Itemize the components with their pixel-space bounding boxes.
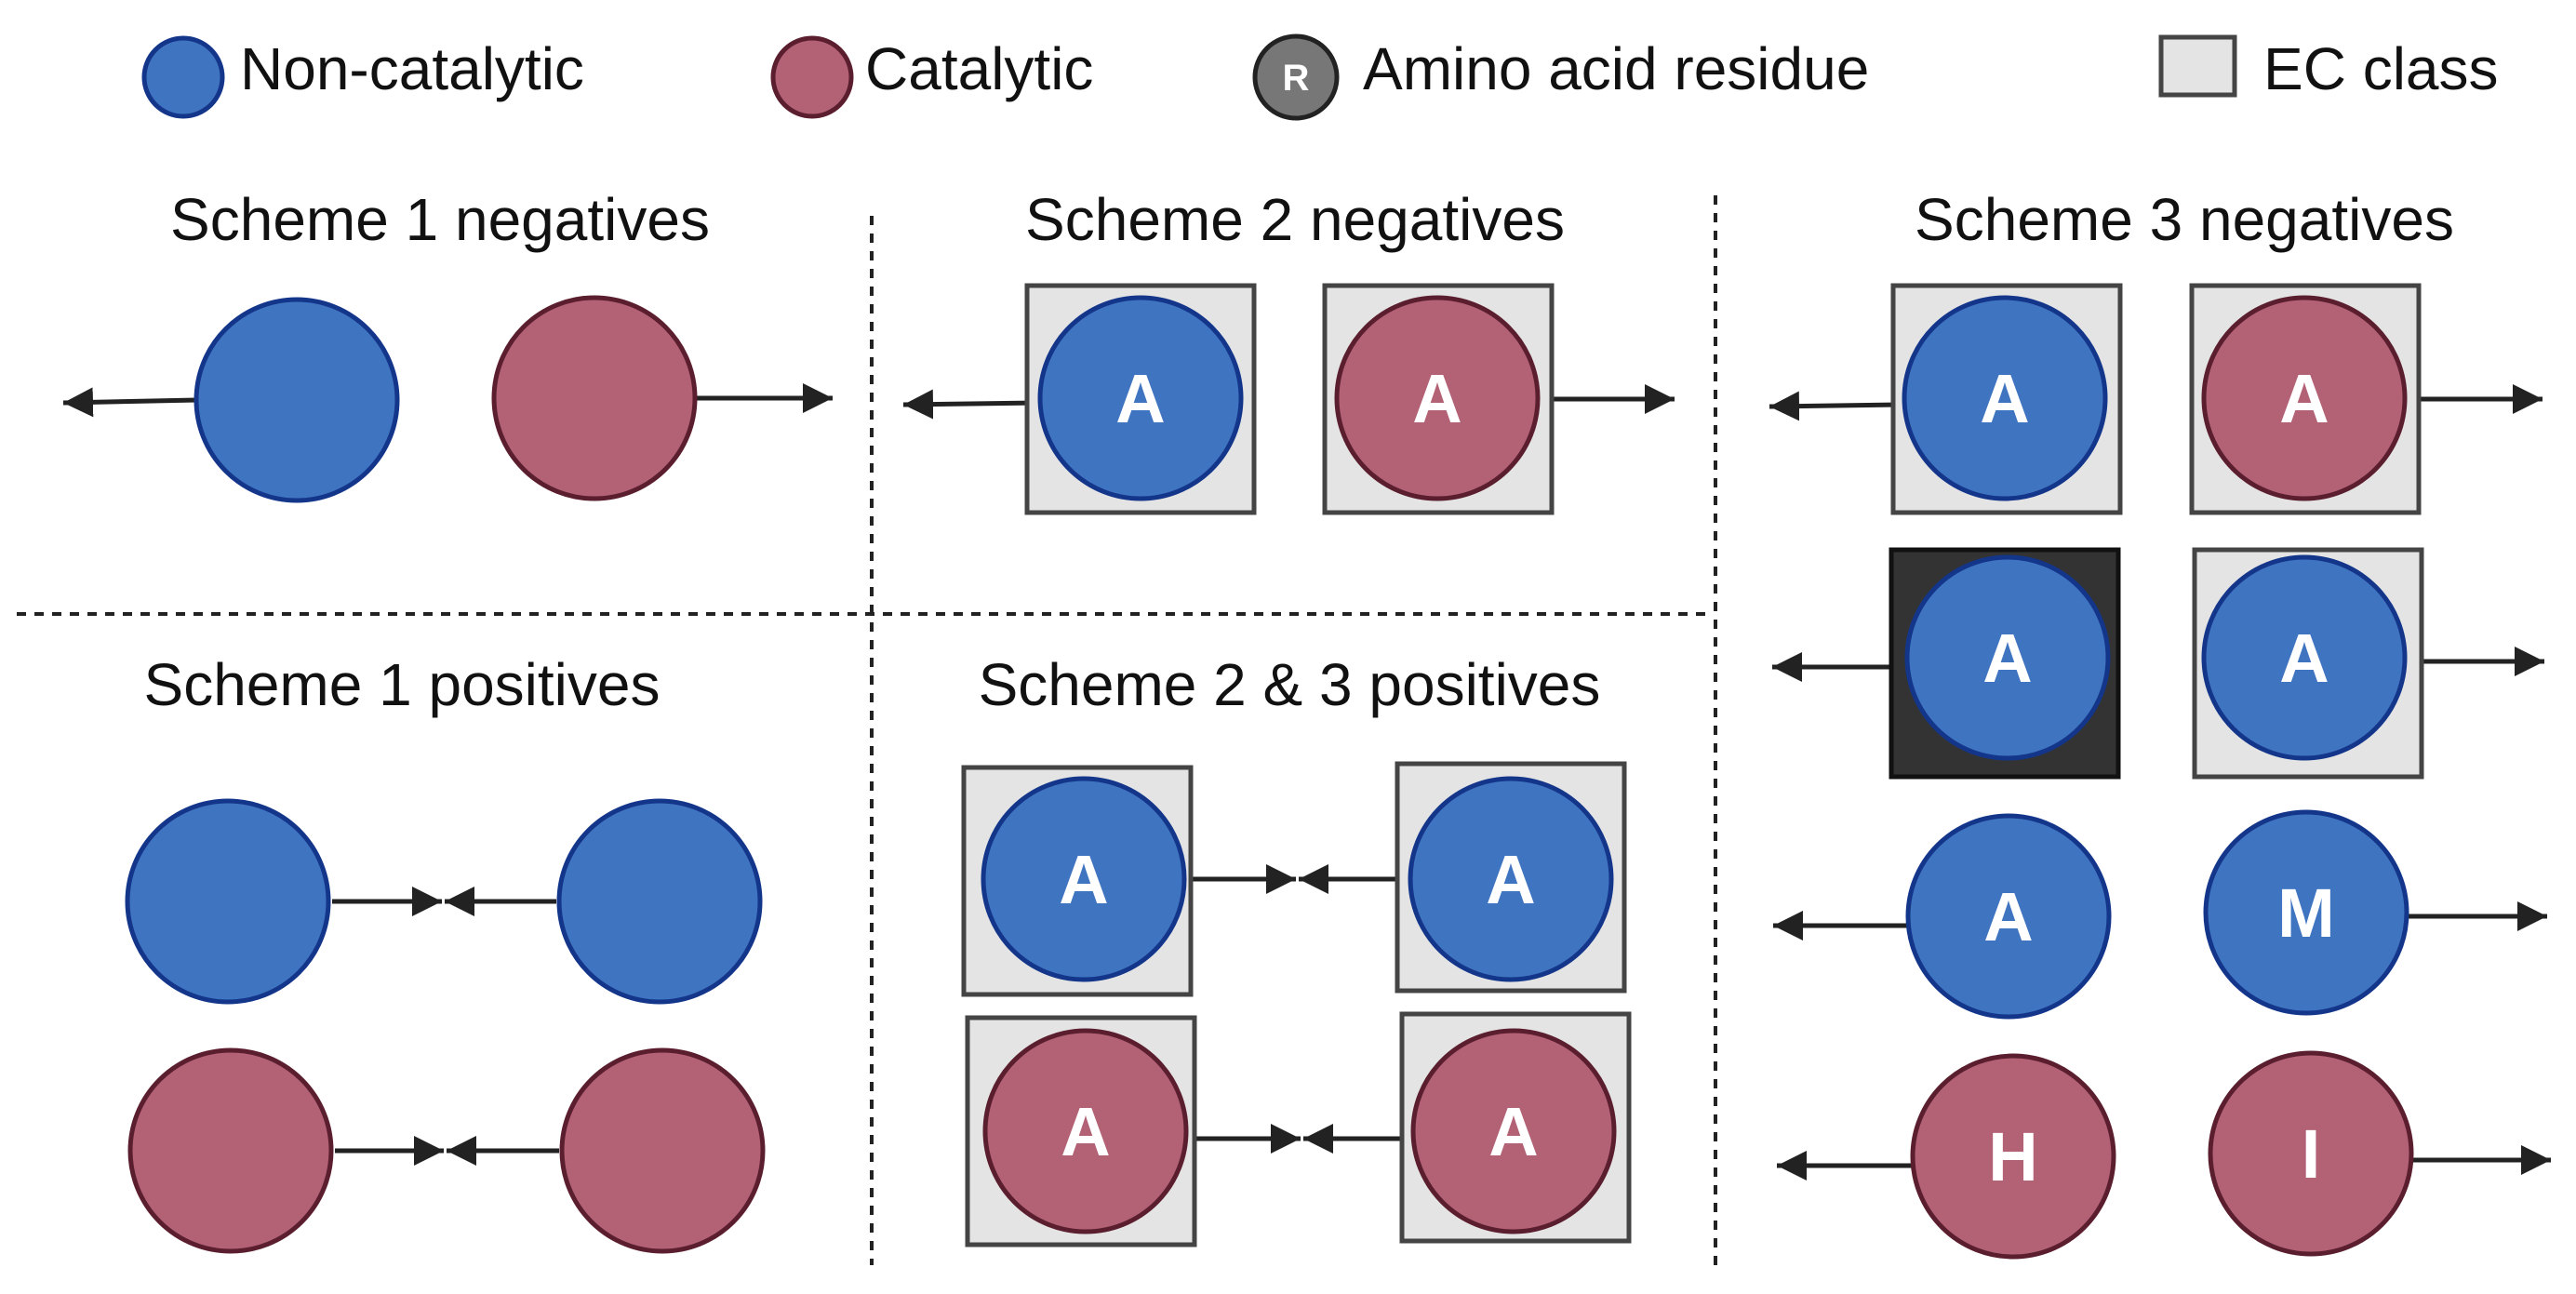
s3neg-row1-right-residue: A bbox=[2279, 360, 2329, 437]
legend-amino-acid-residue-label: Amino acid residue bbox=[1363, 35, 1869, 102]
s2neg-right-residue: A bbox=[1412, 360, 1462, 437]
s23pos-top-right-node bbox=[1408, 776, 1614, 982]
s3neg-row1-left-arrow bbox=[1768, 391, 1902, 421]
s3neg-row4-right-residue: I bbox=[2302, 1115, 2321, 1193]
s23pos-bottom-right-residue: A bbox=[1488, 1093, 1538, 1170]
s23pos-top-left-node bbox=[981, 776, 1187, 982]
s1pos-top-left-node bbox=[125, 798, 331, 1005]
s3neg-row3-right-residue: M bbox=[2277, 874, 2335, 952]
s3neg-row4-left-residue: H bbox=[1988, 1118, 2037, 1195]
s1pos-top-right-node bbox=[556, 798, 763, 1005]
legend-non-catalytic-swatch bbox=[141, 35, 225, 119]
s3neg-row1-left-residue: A bbox=[1980, 360, 2029, 437]
s3neg-row1-right-node bbox=[2201, 295, 2408, 501]
legend-catalytic-label: Catalytic bbox=[865, 35, 1093, 102]
s1neg-left-arrow bbox=[62, 387, 198, 418]
s23pos-bottom-left-residue: A bbox=[1061, 1093, 1110, 1170]
heading-scheme1-negatives: Scheme 1 negatives bbox=[170, 186, 710, 253]
s3neg-row3-right-node bbox=[2203, 809, 2409, 1016]
s3neg-row2-left-node bbox=[1904, 554, 2111, 761]
legend: Non-catalytic Catalytic R Amino acid res… bbox=[141, 33, 2499, 121]
s3neg-row2-left-residue: A bbox=[1982, 620, 2032, 697]
heading-scheme1-positives: Scheme 1 positives bbox=[144, 651, 661, 718]
s1pos-bottom-left-node bbox=[127, 1047, 334, 1254]
s23pos-bottom-right-node bbox=[1410, 1028, 1617, 1234]
s2neg-left-arrow bbox=[902, 389, 1039, 420]
s3neg-row2-right-node bbox=[2201, 554, 2408, 761]
legend-ec-class-swatch bbox=[2158, 34, 2237, 98]
s1neg-catalytic-node bbox=[491, 295, 698, 501]
heading-scheme3-negatives: Scheme 3 negatives bbox=[1915, 186, 2454, 253]
s1pos-bottom-right-node bbox=[559, 1047, 766, 1254]
legend-residue-swatch bbox=[1252, 33, 1340, 121]
s3neg-row2-right-residue: A bbox=[2279, 620, 2329, 697]
s3neg-row1-left-node bbox=[1902, 295, 2108, 501]
s3neg-row3-left-residue: A bbox=[1983, 878, 2033, 955]
legend-non-catalytic-label: Non-catalytic bbox=[240, 35, 584, 102]
legend-catalytic-swatch bbox=[770, 35, 854, 119]
heading-scheme2-negatives: Scheme 2 negatives bbox=[1025, 186, 1565, 253]
s3neg-row4-right-node bbox=[2208, 1050, 2414, 1257]
s23pos-top-left-residue: A bbox=[1059, 841, 1108, 918]
s3neg-row3-left-node bbox=[1905, 813, 2112, 1020]
legend-residue-badge: R bbox=[1283, 58, 1310, 99]
s2neg-left-node bbox=[1037, 295, 1244, 501]
s23pos-bottom-left-node bbox=[982, 1028, 1189, 1234]
s2neg-left-residue: A bbox=[1115, 360, 1165, 437]
s23pos-top-right-residue: A bbox=[1486, 841, 1535, 918]
legend-ec-class-label: EC class bbox=[2263, 35, 2499, 102]
dividers bbox=[17, 195, 1717, 1265]
s1neg-non-catalytic-node bbox=[194, 297, 400, 503]
s3neg-row4-left-node bbox=[1910, 1053, 2116, 1260]
s2neg-right-node bbox=[1334, 295, 1541, 501]
heading-scheme23-positives: Scheme 2 & 3 positives bbox=[979, 651, 1601, 718]
